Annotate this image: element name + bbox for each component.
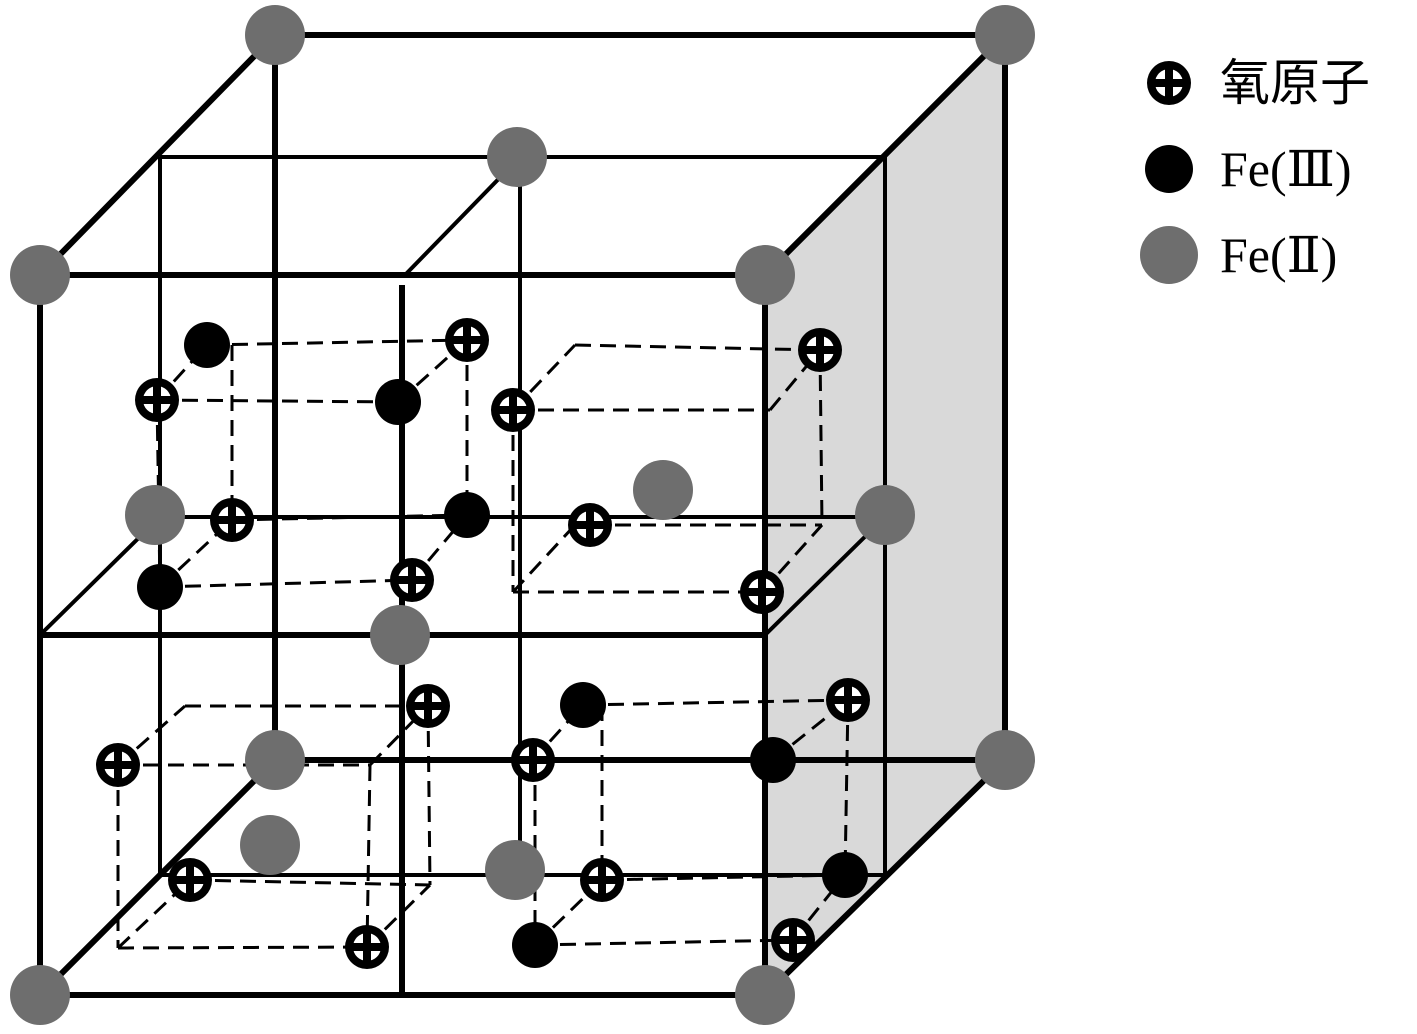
oxygen-atom-cross (137, 396, 177, 404)
fe3-atom (822, 852, 868, 898)
fe3-atom (512, 922, 558, 968)
legend-label-fe2: Fe(Ⅱ) (1220, 227, 1338, 283)
dashed-bond (843, 699, 850, 876)
dashed-bond (156, 398, 399, 404)
dashed-bond (426, 705, 432, 886)
fe2-atom (245, 730, 305, 790)
dashed-bond (189, 878, 431, 887)
oxygen-atom-cross (408, 702, 448, 710)
dashed-bond (368, 704, 430, 767)
dashed-bond (206, 338, 468, 347)
fe2-atom (487, 127, 547, 187)
fe3-atom (444, 492, 490, 538)
fe2-atom (240, 815, 300, 875)
oxygen-atom-icon (1147, 61, 1191, 105)
fe2-atom (10, 965, 70, 1025)
fe3-atom-icon (1145, 145, 1193, 193)
dashed-bond (231, 513, 468, 522)
fe3-atom (560, 682, 606, 728)
legend-item-oxygen: 氧原子 (1140, 40, 1370, 126)
legend: 氧原子 Fe(Ⅲ) Fe(Ⅱ) (1140, 40, 1370, 298)
oxygen-atom-cross (98, 761, 138, 769)
fe2-atom (975, 5, 1035, 65)
dashed-bond (117, 945, 368, 950)
fe2-atom (245, 5, 305, 65)
fe2-atom (975, 730, 1035, 790)
fe3-atom (137, 564, 183, 610)
oxygen-atom-cross (742, 588, 782, 596)
fe2-atom (485, 840, 545, 900)
fe2-atom-icon (1140, 226, 1198, 284)
legend-item-fe3: Fe(Ⅲ) (1140, 126, 1370, 212)
oxygen-atom-cross (212, 516, 252, 524)
fe3-atom (750, 737, 796, 783)
lattice-edge (37, 32, 278, 278)
oxygen-atom-cross (347, 943, 387, 951)
oxygen-atom-cross (582, 876, 622, 884)
fe3-atom (375, 379, 421, 425)
dashed-bond (159, 578, 413, 589)
lattice-edge (37, 757, 278, 998)
legend-item-fe2: Fe(Ⅱ) (1140, 212, 1370, 298)
oxygen-atom-cross (773, 936, 813, 944)
oxygen-atom-cross (828, 696, 868, 704)
fe2-atom (370, 605, 430, 665)
fe2-atom (735, 965, 795, 1025)
dashed-bond (534, 938, 794, 947)
fe2-atom (855, 485, 915, 545)
oxygen-atom-cross (392, 576, 432, 584)
dashed-bond (582, 698, 849, 707)
fe2-atom (633, 460, 693, 520)
legend-label-fe3: Fe(Ⅲ) (1220, 141, 1352, 197)
spinel-unit-cell-diagram (10, 5, 1035, 1025)
fe2-atom (10, 245, 70, 305)
oxygen-atom-cross (447, 336, 487, 344)
fe3-atom (184, 322, 230, 368)
oxygen-atom-cross (493, 406, 533, 414)
legend-label-oxygen: 氧原子 (1220, 55, 1370, 111)
dashed-bond (511, 523, 577, 594)
dashed-bond (574, 343, 821, 352)
oxygen-atom-cross (800, 346, 840, 354)
oxygen-atom-cross (570, 521, 610, 529)
oxygen-atom-cross (170, 876, 210, 884)
fe2-atom (735, 245, 795, 305)
fe2-atom (125, 485, 185, 545)
oxygen-atom-cross (513, 756, 553, 764)
dashed-bond (818, 349, 824, 526)
dashed-bond (365, 764, 372, 948)
